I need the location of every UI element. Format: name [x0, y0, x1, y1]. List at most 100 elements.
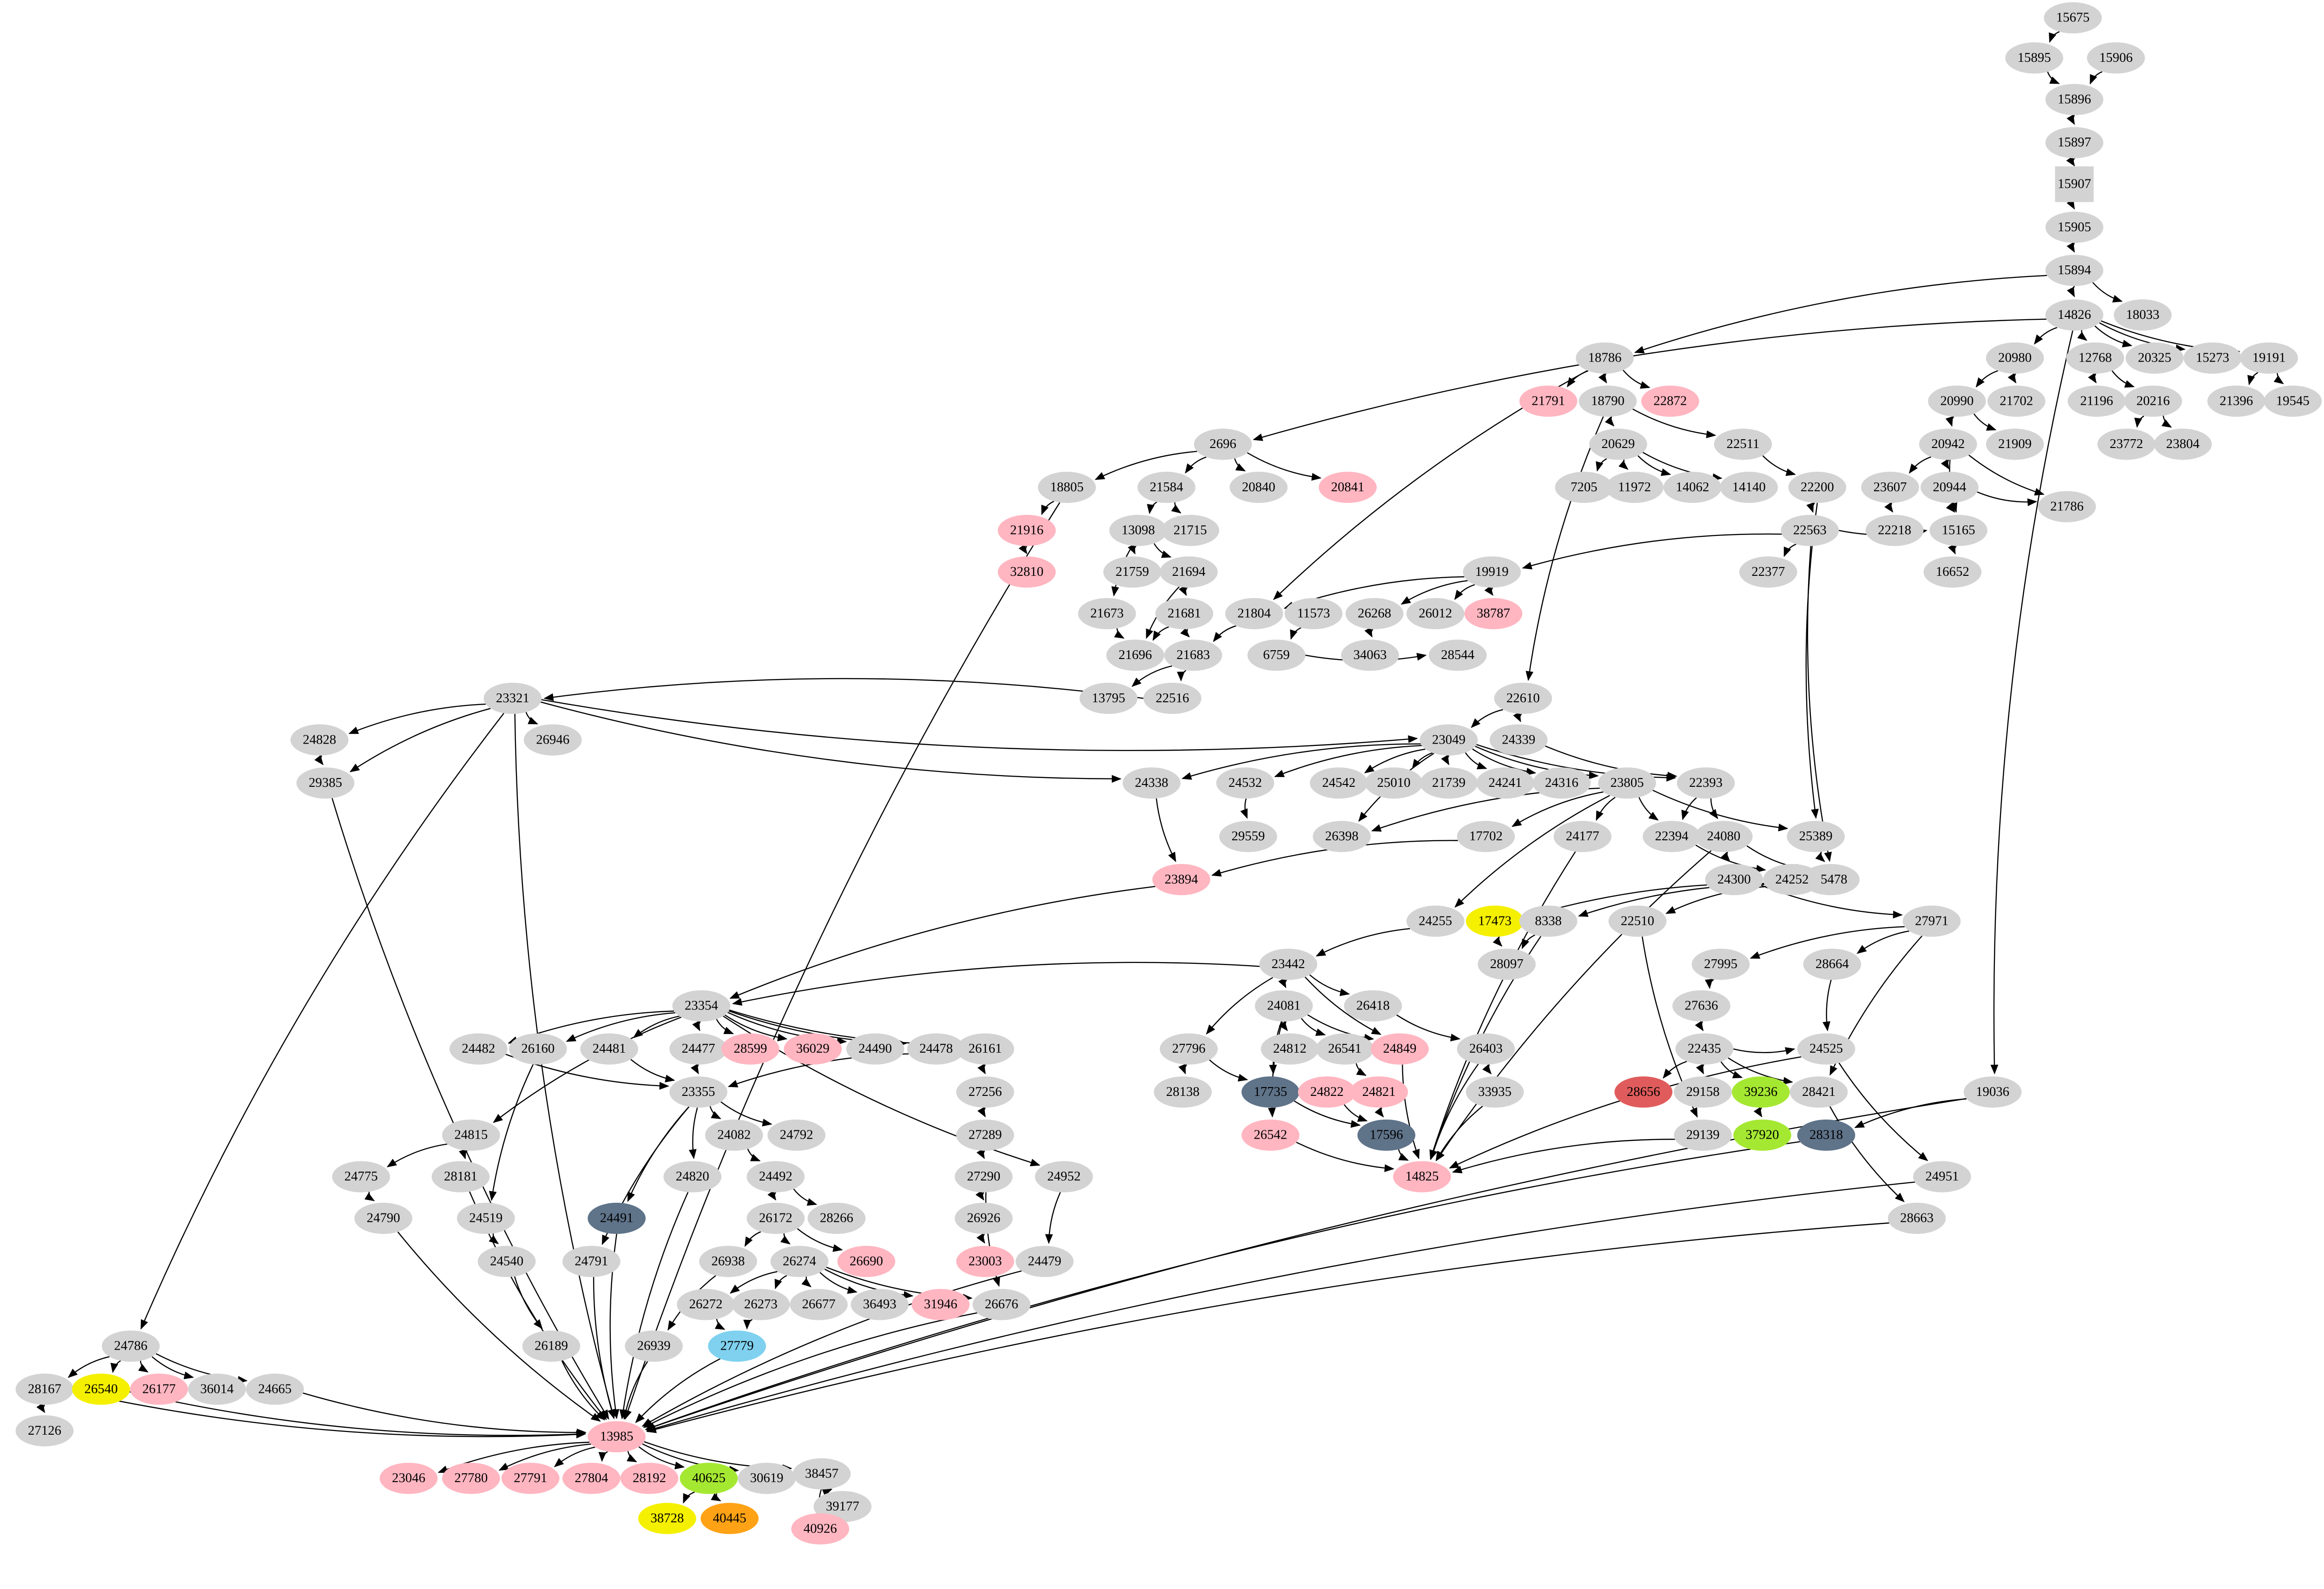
graph-node-19545: 19545 — [2264, 385, 2322, 417]
edge-14826-20980 — [2034, 327, 2058, 345]
graph-node-23003: 23003 — [956, 1246, 1014, 1277]
node-shape-ellipse — [669, 1076, 727, 1108]
edge-26403-33935 — [1482, 1064, 1492, 1075]
node-shape-ellipse — [1371, 1033, 1429, 1065]
node-label: 17473 — [1478, 913, 1512, 928]
graph-node-30619: 30619 — [738, 1463, 796, 1494]
edge-27779-13985 — [635, 1358, 721, 1423]
node-label: 25389 — [1799, 829, 1833, 844]
node-shape-ellipse — [767, 1119, 825, 1151]
graph-node-18790: 18790 — [1578, 385, 1637, 417]
graph-node-22393: 22393 — [1677, 767, 1735, 799]
edge-24255-23442 — [1315, 928, 1410, 956]
node-label: 23804 — [2166, 436, 2199, 451]
graph-node-15675: 15675 — [2044, 2, 2102, 33]
node-label: 24540 — [490, 1253, 523, 1268]
graph-node-24952: 24952 — [1035, 1161, 1093, 1193]
edge-22200-25389 — [1805, 502, 1819, 819]
node-shape-ellipse — [2045, 255, 2104, 286]
graph-node-24492: 24492 — [746, 1161, 805, 1193]
graph-node-16652: 16652 — [1923, 556, 1982, 588]
node-shape-ellipse — [997, 556, 1056, 588]
node-shape-ellipse — [588, 1421, 646, 1452]
edge-15165-16652 — [1948, 544, 1957, 555]
node-shape-ellipse — [1578, 385, 1637, 417]
graph-node-40926: 40926 — [791, 1513, 850, 1545]
node-label: 30619 — [750, 1470, 784, 1485]
node-shape-ellipse — [1861, 472, 1919, 503]
node-shape-ellipse — [1344, 990, 1402, 1022]
node-label: 22377 — [1751, 564, 1785, 579]
node-label: 28167 — [28, 1381, 61, 1396]
edge-19919-26012 — [1454, 584, 1475, 600]
node-shape-ellipse — [699, 1246, 757, 1277]
edge-21683-22516 — [1177, 670, 1187, 682]
graph-node-23049: 23049 — [1419, 724, 1478, 756]
node-label: 24082 — [717, 1127, 751, 1142]
node-shape-ellipse — [1589, 429, 1647, 460]
node-label: 24252 — [1776, 872, 1809, 887]
node-label: 24822 — [1310, 1084, 1344, 1099]
node-shape-ellipse — [2153, 429, 2212, 460]
graph-node-26274: 26274 — [770, 1246, 829, 1277]
edge-19036-28318 — [1854, 1098, 1967, 1128]
node-shape-ellipse — [1345, 598, 1404, 629]
node-shape-ellipse — [101, 1330, 160, 1362]
edge-26274-26677 — [801, 1276, 812, 1287]
edge-18786-18790 — [1598, 373, 1607, 383]
node-shape-ellipse — [1122, 767, 1181, 799]
edge-24519-24540 — [489, 1233, 499, 1245]
node-shape-ellipse — [1341, 640, 1399, 671]
node-shape-ellipse — [1986, 342, 2044, 374]
node-shape-ellipse — [1194, 429, 1252, 460]
node-label: 21196 — [2080, 393, 2113, 408]
edge-15896-15897 — [2067, 114, 2075, 125]
node-shape-ellipse — [1888, 1202, 1946, 1234]
node-label: 26268 — [1358, 606, 1391, 621]
edge-26418-26403 — [1396, 1014, 1461, 1042]
node-label: 29139 — [1686, 1127, 1720, 1142]
graph-node-19191: 19191 — [2240, 342, 2298, 374]
graph-node-31946: 31946 — [911, 1289, 970, 1320]
edge-24338-23894 — [1155, 798, 1176, 863]
graph-node-21715: 21715 — [1161, 514, 1220, 546]
node-shape-ellipse — [1393, 1161, 1451, 1193]
graph-node-37920: 37920 — [1733, 1119, 1791, 1151]
node-label: 27995 — [1704, 956, 1737, 971]
node-shape-ellipse — [638, 1503, 696, 1534]
edge-13985-27791 — [554, 1446, 595, 1468]
node-shape-ellipse — [1986, 429, 2044, 460]
node-shape-ellipse — [1913, 1161, 1971, 1193]
node-shape-ellipse — [911, 1289, 970, 1320]
node-label: 36493 — [863, 1297, 897, 1312]
edge-8338-28097 — [1521, 934, 1535, 949]
node-label: 27636 — [1685, 998, 1718, 1013]
node-label: 20980 — [1998, 350, 2032, 365]
node-label: 31946 — [924, 1297, 957, 1312]
graph-node-24338: 24338 — [1122, 767, 1181, 799]
graph-node-26398: 26398 — [1313, 821, 1371, 852]
graph-node-24081: 24081 — [1254, 990, 1313, 1022]
node-label: 12768 — [2079, 350, 2112, 365]
node-shape-ellipse — [1406, 598, 1465, 629]
edge-26542-14825 — [1296, 1141, 1394, 1172]
graph-node-26161: 26161 — [956, 1033, 1014, 1065]
edge-21673-21696 — [1114, 628, 1125, 639]
graph-node-24542: 24542 — [1310, 767, 1368, 799]
graph-node-15905: 15905 — [2045, 211, 2104, 243]
edge-15894-18786 — [1634, 275, 2047, 354]
edge-24786-28167 — [67, 1356, 110, 1378]
edge-23442-26418 — [1309, 974, 1350, 996]
edge-22393-22394 — [1681, 797, 1697, 820]
node-shape-ellipse — [1987, 385, 2046, 417]
node-shape-ellipse — [1923, 556, 1982, 588]
graph-node-22394: 22394 — [1643, 821, 1701, 852]
graph-node-21759: 21759 — [1103, 556, 1162, 588]
edge-26540-13985 — [129, 1391, 587, 1438]
graph-node-21696: 21696 — [1106, 640, 1164, 671]
node-label: 23049 — [1432, 732, 1466, 747]
graph-node-25389: 25389 — [1787, 821, 1845, 852]
edge-24080-24300 — [1721, 851, 1730, 862]
node-label: 17596 — [1370, 1127, 1403, 1142]
